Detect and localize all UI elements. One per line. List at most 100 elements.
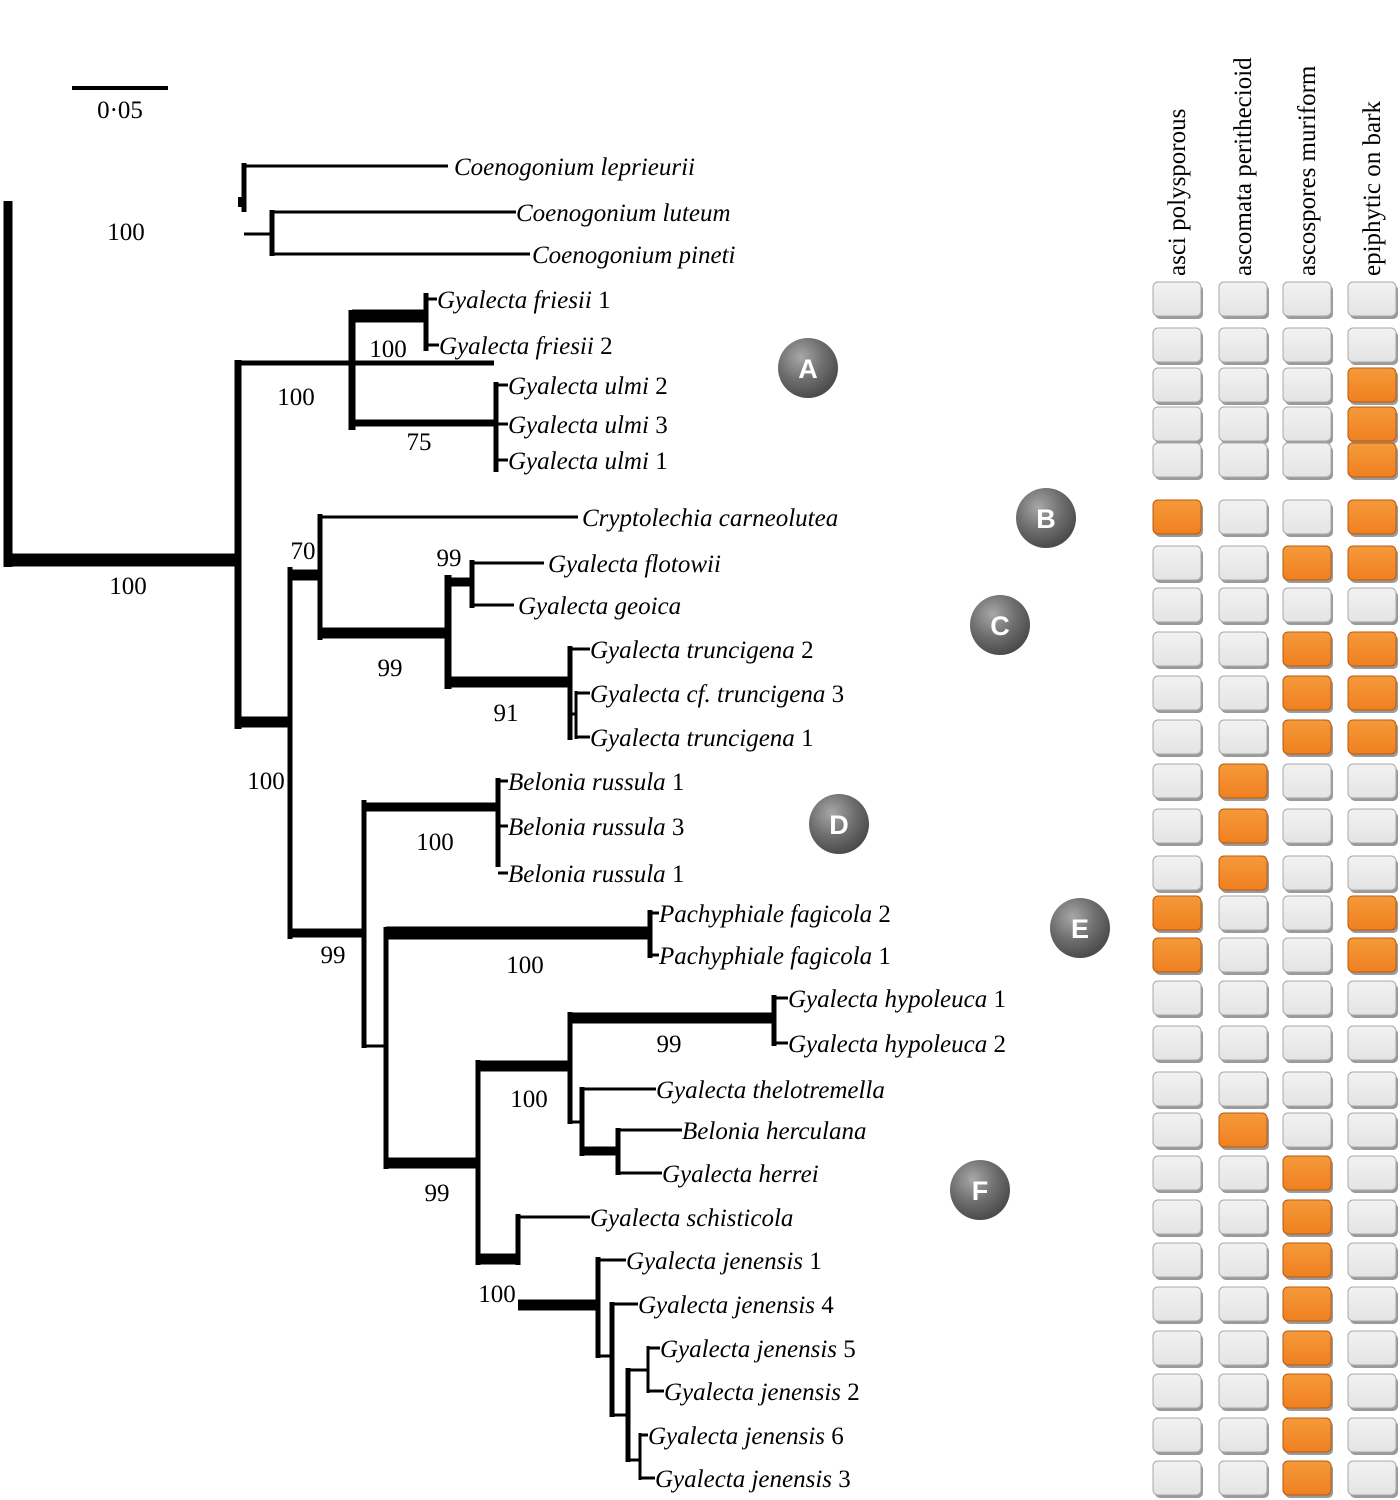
trait-cell (1282, 763, 1333, 801)
support-value: 99 (437, 545, 462, 572)
trait-absent (1152, 587, 1202, 623)
tip-label-number: 4 (815, 1292, 834, 1319)
trait-cell (1282, 675, 1333, 713)
trait-cell (1218, 587, 1269, 625)
clade-badge-c: C (970, 595, 1030, 655)
trait-present (1347, 895, 1397, 931)
trait-cell (1282, 719, 1333, 757)
trait-absent (1152, 675, 1202, 711)
trait-cell (1347, 1460, 1398, 1498)
trait-cell (1282, 937, 1333, 975)
trait-cell (1282, 1155, 1333, 1193)
support-value: 100 (109, 573, 147, 600)
trait-cell (1152, 980, 1203, 1018)
trait-absent (1152, 1071, 1202, 1107)
trait-cell (1347, 1286, 1398, 1324)
trait-present (1218, 855, 1268, 891)
trait-cell (1282, 587, 1333, 625)
trait-absent (1218, 1286, 1268, 1322)
trait-cell (1282, 1373, 1333, 1411)
trait-present (1282, 1417, 1332, 1453)
trait-present (1152, 937, 1202, 973)
trait-cell (1218, 406, 1269, 444)
trait-cell (1218, 327, 1269, 365)
trait-present (1282, 1286, 1332, 1322)
trait-cell (1152, 1242, 1203, 1280)
trait-cell (1218, 545, 1269, 583)
tip-label: Gyalecta ulmi 2 (508, 373, 668, 400)
support-value: 99 (378, 655, 403, 682)
trait-present (1218, 763, 1268, 799)
trait-absent (1347, 1025, 1397, 1061)
trait-absent (1218, 442, 1268, 478)
trait-cell (1347, 1417, 1398, 1455)
trait-cell (1282, 442, 1333, 480)
trait-present (1282, 1373, 1332, 1409)
trait-cell (1282, 281, 1333, 319)
tip-label: Coenogonium luteum (516, 200, 731, 227)
trait-cell (1282, 1242, 1333, 1280)
trait-cell (1152, 1373, 1203, 1411)
clade-badge-circle (1050, 898, 1110, 958)
trait-absent (1152, 1025, 1202, 1061)
trait-absent (1218, 499, 1268, 535)
trait-cell (1218, 855, 1269, 893)
trait-absent (1282, 1112, 1332, 1148)
trait-cell (1218, 1373, 1269, 1411)
trait-cell (1218, 499, 1269, 537)
tip-label: Gyalecta jenensis 1 (626, 1248, 822, 1275)
clade-badge-letter: E (1071, 914, 1089, 944)
trait-absent (1152, 1460, 1202, 1496)
trait-cell (1218, 675, 1269, 713)
trait-cell (1218, 1330, 1269, 1368)
tip-label-number: 3 (832, 1466, 851, 1493)
trait-absent (1152, 1112, 1202, 1148)
trait-cell (1152, 1112, 1203, 1150)
tip-label-number: 3 (825, 681, 844, 708)
trait-absent (1152, 1199, 1202, 1235)
trait-absent (1282, 406, 1332, 442)
support-value: 75 (407, 429, 432, 456)
trait-absent (1347, 1417, 1397, 1453)
support-value: 100 (277, 384, 315, 411)
trait-cell (1347, 1242, 1398, 1280)
trait-cell (1347, 808, 1398, 846)
trait-present (1347, 406, 1397, 442)
trait-absent (1218, 1025, 1268, 1061)
trait-absent (1282, 442, 1332, 478)
support-value: 99 (425, 1180, 450, 1207)
trait-absent (1218, 1373, 1268, 1409)
trait-present (1282, 631, 1332, 667)
trait-cell (1152, 808, 1203, 846)
tip-label-number: 2 (841, 1379, 860, 1406)
trait-absent (1282, 1071, 1332, 1107)
clade-badge-circle (950, 1160, 1010, 1220)
trait-cell (1218, 1025, 1269, 1063)
trait-present (1347, 545, 1397, 581)
trait-cell (1218, 631, 1269, 669)
clade-badge-circle (809, 794, 869, 854)
trait-cell (1218, 763, 1269, 801)
trait-absent (1282, 327, 1332, 363)
trait-absent (1282, 499, 1332, 535)
tip-label-number: 5 (837, 1336, 856, 1363)
trait-cell (1218, 367, 1269, 405)
trait-absent (1152, 367, 1202, 403)
clade-badge-b: B (1016, 488, 1076, 548)
trait-present (1218, 808, 1268, 844)
trait-cell (1152, 763, 1203, 801)
trait-absent (1218, 367, 1268, 403)
trait-cell (1347, 499, 1398, 537)
tip-label: Gyalecta cf. truncigena 3 (590, 681, 844, 708)
trait-cell (1347, 855, 1398, 893)
trait-cell (1282, 1071, 1333, 1109)
trait-absent (1282, 367, 1332, 403)
trait-cell (1152, 281, 1203, 319)
tip-label-number: 1 (649, 448, 668, 475)
trait-cell (1152, 1025, 1203, 1063)
tip-label: Gyalecta friesii 1 (437, 287, 611, 314)
trait-cell (1282, 327, 1333, 365)
trait-absent (1347, 281, 1397, 317)
